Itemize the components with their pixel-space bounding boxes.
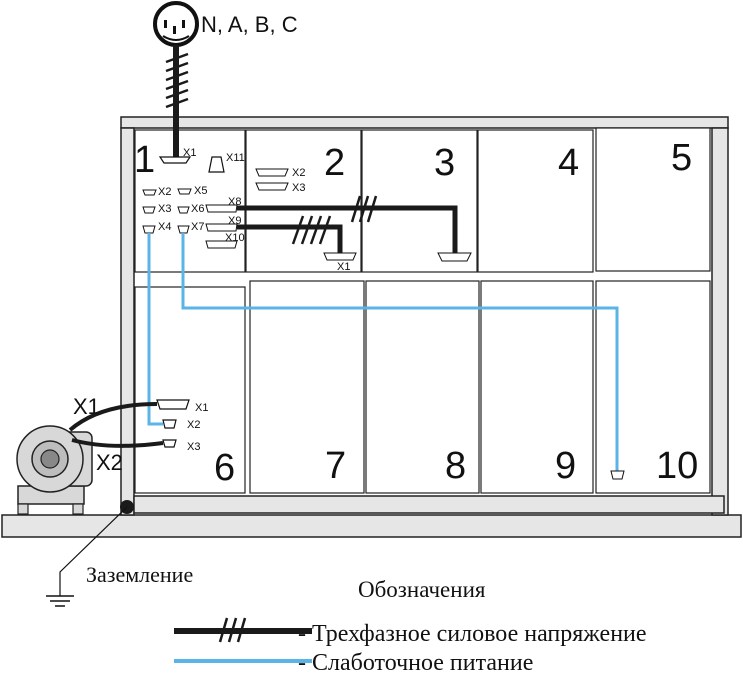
compartment-8 (365, 280, 480, 494)
compartment-9-number: 9 (555, 445, 576, 487)
compartment-6 (134, 286, 246, 494)
compartment-7 (249, 280, 365, 494)
comp6-connector-x1 (156, 399, 190, 410)
comp6-label-x1: X1 (195, 402, 208, 414)
power-ticks-comp2 (291, 215, 332, 245)
low-line-x7-to-comp10 (181, 233, 619, 471)
comp2-connector-x2 (255, 168, 289, 177)
comp6-connector-x3 (162, 439, 177, 448)
comp1-label-x9: X9 (228, 215, 241, 227)
ground-icon (46, 595, 74, 607)
cabinet-bottom-bar (133, 495, 725, 514)
motor-label-x1: X1 (73, 394, 100, 419)
cabinet-top-bar (120, 116, 729, 129)
legend-title: Обозначения (358, 577, 486, 602)
comp1-connector-x5 (177, 188, 192, 195)
comp1-label-x11: X11 (226, 152, 245, 164)
comp1-label-x7: X7 (191, 221, 204, 233)
comp2-connector-x3 (255, 182, 289, 191)
comp1-connector-x11 (208, 156, 225, 173)
compartment-4 (477, 129, 594, 273)
comp6-connector-x2 (162, 419, 177, 429)
power-cable-ticks (165, 52, 189, 109)
power-plug-icon (153, 1, 199, 47)
comp1-connector-x9 (205, 223, 238, 232)
motor-label-x2: X2 (96, 450, 123, 475)
comp1-connector-x7 (177, 225, 190, 234)
legend-power-ticks (218, 617, 247, 643)
power-line-to-comp3 (237, 205, 458, 253)
compartment-3-number: 3 (434, 142, 455, 184)
compartment-5 (595, 127, 711, 272)
motor-cable-x2 (71, 438, 164, 448)
compartment-7-number: 7 (325, 445, 346, 487)
comp2-label-x3: X3 (292, 182, 305, 194)
low-line-x4-to-comp6 (147, 233, 163, 426)
comp1-label-x10: X10 (225, 232, 245, 244)
comp1-label-x6: X6 (191, 203, 204, 215)
comp1-connector-x6 (177, 206, 190, 214)
comp2-label-x1: X1 (337, 261, 350, 273)
comp1-connector-x10 (205, 240, 238, 249)
compartment-5-number: 5 (671, 137, 692, 179)
ground-label: Заземление (86, 562, 193, 587)
comp10-connector (610, 470, 625, 480)
compartment-8-number: 8 (445, 445, 466, 487)
compartment-10 (595, 280, 711, 494)
power-label: N, A, B, C (201, 12, 298, 37)
comp1-connector-x2 (142, 189, 157, 196)
comp1-label-x5: X5 (194, 185, 207, 197)
comp2-label-x2: X2 (292, 167, 305, 179)
comp1-connector-x8 (205, 204, 238, 213)
base-rail (1, 514, 742, 538)
comp2-connector-x1 (323, 252, 357, 261)
ground-wire (59, 506, 128, 596)
comp3-connector (437, 252, 472, 262)
comp1-connector-x1 (158, 156, 192, 164)
power-line-to-comp2 (237, 224, 343, 253)
comp1-connector-x3 (142, 206, 156, 214)
comp1-label-x3: X3 (158, 203, 171, 215)
legend-power-text: - Трехфазное силовое напряжение (298, 621, 647, 647)
compartment-3 (361, 129, 478, 273)
compartment-2-number: 2 (324, 142, 345, 184)
compartment-6-number: 6 (214, 447, 235, 489)
comp6-label-x3: X3 (187, 441, 200, 453)
compartment-10-number: 10 (656, 445, 698, 487)
comp1-connector-x4 (142, 225, 156, 234)
comp1-label-x8: X8 (228, 196, 241, 208)
comp1-label-x1: X1 (183, 147, 196, 159)
cabinet-left-post (120, 127, 135, 516)
compartment-1-number: 1 (134, 139, 155, 181)
comp6-label-x2: X2 (187, 419, 200, 431)
comp1-label-x4: X4 (158, 221, 171, 233)
cabinet-right-post (711, 127, 729, 516)
power-ticks-comp3 (350, 195, 378, 223)
motor-cable-x1 (68, 402, 158, 432)
compartment-4-number: 4 (558, 142, 579, 184)
compartment-9 (480, 280, 594, 494)
legend-low-text: - Слаботочное питание (298, 650, 533, 673)
comp1-label-x2: X2 (158, 186, 171, 198)
motor-icon (16, 425, 93, 515)
